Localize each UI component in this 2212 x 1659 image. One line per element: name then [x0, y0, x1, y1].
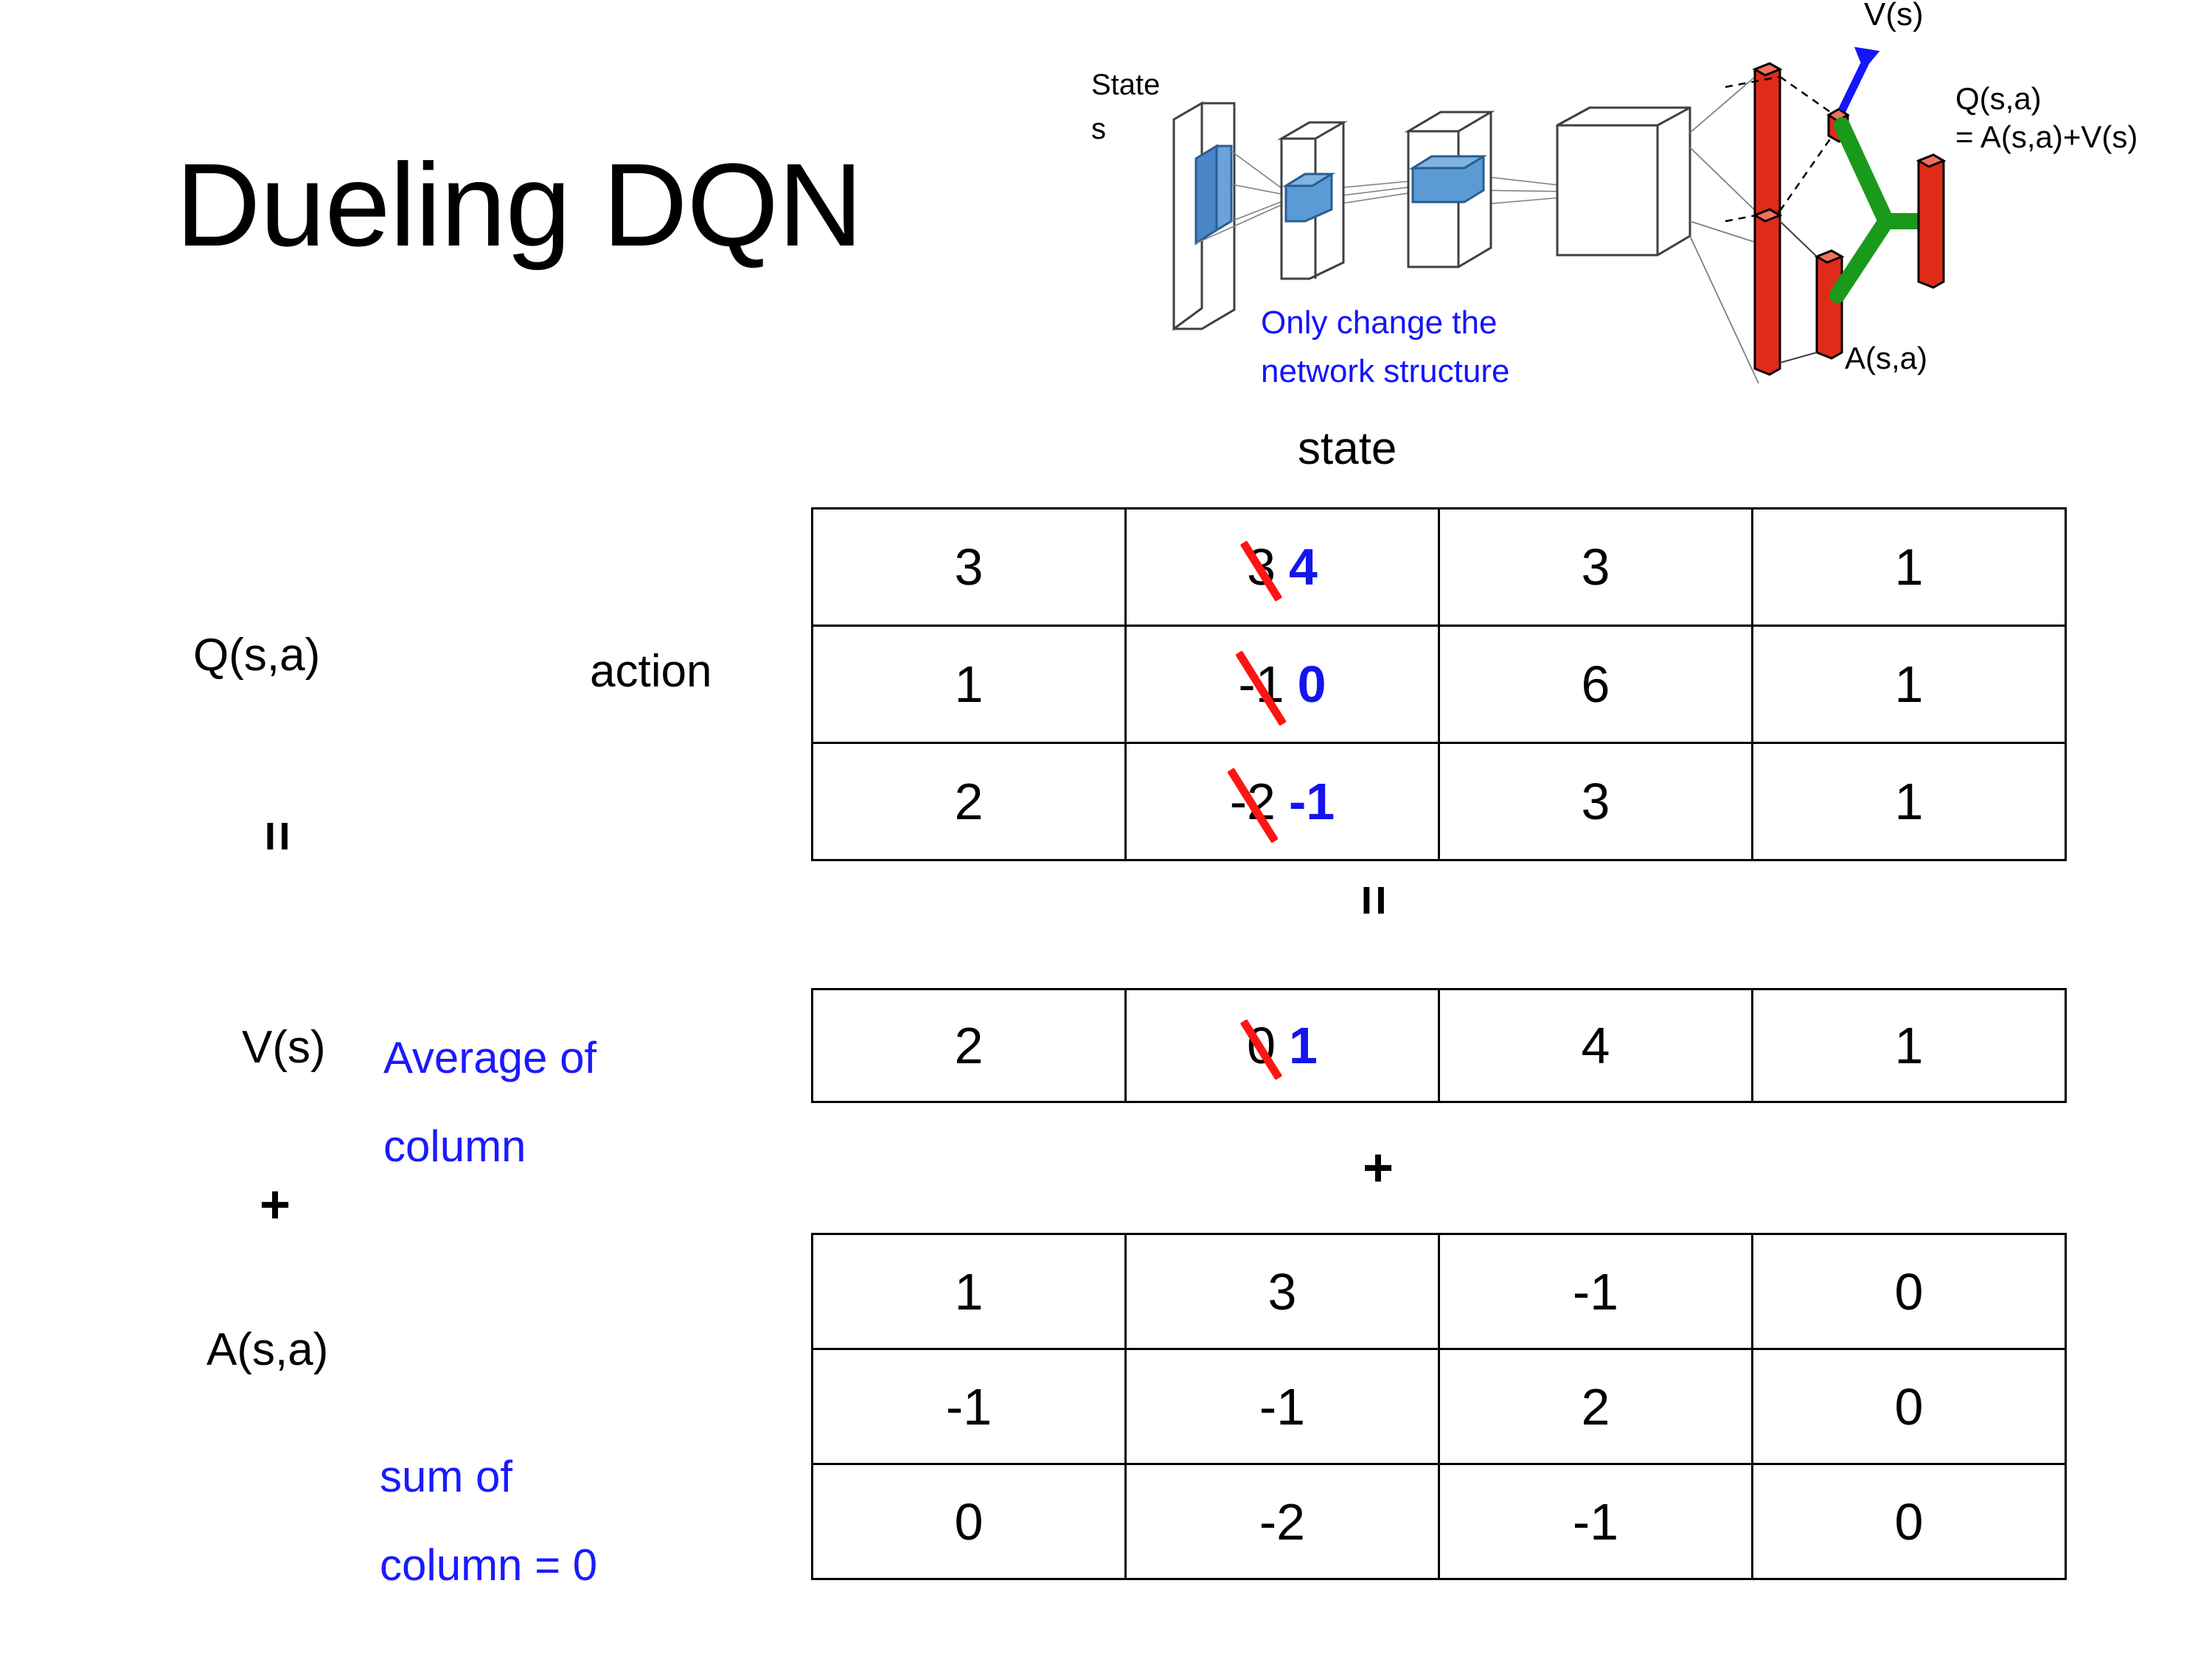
advantage-output-label: A(s,a) — [1845, 341, 1927, 375]
q-cell-r0c2: 3 — [1438, 507, 1753, 627]
a-cell-r1c1: -1 — [1124, 1348, 1440, 1465]
plus-sign-left: + — [260, 1175, 291, 1234]
a-cell-r2c1: -2 — [1124, 1463, 1440, 1580]
a-cell-r2c0: 0 — [811, 1463, 1127, 1580]
q-cell-r0c1-old: 3 — [1247, 538, 1276, 596]
q-cell-r2c2: 3 — [1438, 742, 1753, 861]
q-cell-r1c0: 1 — [811, 625, 1127, 744]
a-cell-r2c2: -1 — [1438, 1463, 1753, 1580]
page-title: Dueling DQN — [175, 139, 863, 271]
q-function-label: Q(s,a) — [193, 630, 321, 681]
state-input-label-line1: State — [1091, 69, 1160, 101]
a-cell-r0c3: 0 — [1751, 1233, 2067, 1350]
q-cell-r2c3: 1 — [1751, 742, 2067, 861]
table-row: 1 3 -1 0 — [811, 1233, 2067, 1350]
a-cell-r1c3: 0 — [1751, 1348, 2067, 1465]
a-cell-r0c0: 1 — [811, 1233, 1127, 1350]
q-cell-r0c1: 3 4 — [1124, 507, 1440, 627]
table-row: 2 -2 -1 3 1 — [811, 742, 2067, 861]
table-row: -1 -1 2 0 — [811, 1348, 2067, 1465]
action-axis-label: action — [590, 646, 712, 697]
table-row: 2 0 1 4 1 — [811, 988, 2067, 1103]
a-cell-r1c2: 2 — [1438, 1348, 1753, 1465]
q-cell-r2c0: 2 — [811, 742, 1127, 861]
a-note-line2: column = 0 — [380, 1540, 598, 1590]
state-axis-label: state — [1298, 423, 1397, 474]
equals-sign-middle: = — [1344, 884, 1404, 917]
a-function-label: A(s,a) — [206, 1324, 329, 1375]
a-value-table: 1 3 -1 0 -1 -1 2 0 0 -2 -1 0 — [811, 1233, 2067, 1580]
state-input-label-line2: s — [1091, 113, 1106, 145]
equals-sign-left: = — [248, 820, 307, 852]
a-cell-r0c1: 3 — [1124, 1233, 1440, 1350]
table-row: 1 -1 0 6 1 — [811, 625, 2067, 744]
plus-sign-middle: + — [1363, 1138, 1394, 1197]
q-cell-r0c1-new: 4 — [1289, 538, 1318, 596]
v-cell-r0c1-new: 1 — [1289, 1017, 1318, 1074]
a-cell-r2c3: 0 — [1751, 1463, 2067, 1580]
a-note-line1: sum of — [380, 1452, 513, 1501]
v-note-line2: column — [383, 1121, 526, 1171]
q-cell-r1c1-old: -1 — [1238, 655, 1284, 713]
q-cell-r2c1-new: -1 — [1289, 773, 1335, 830]
a-cell-r0c2: -1 — [1438, 1233, 1753, 1350]
a-cell-r1c0: -1 — [811, 1348, 1127, 1465]
q-output-label-line1: Q(s,a) — [1955, 81, 2042, 116]
table-row: 3 3 4 3 1 — [811, 507, 2067, 627]
diagram-note-line1: Only change the — [1261, 305, 1497, 341]
q-value-table: 3 3 4 3 1 1 -1 0 6 — [811, 507, 2067, 861]
q-output-label-line2: = A(s,a)+V(s) — [1955, 119, 2138, 154]
diagram-note-line2: network structure — [1261, 353, 1509, 389]
q-cell-r2c1: -2 -1 — [1124, 742, 1440, 861]
v-function-label: V(s) — [242, 1022, 326, 1073]
q-cell-r0c0: 3 — [811, 507, 1127, 627]
value-stream-label: V(s) — [1864, 0, 1924, 32]
q-cell-r2c1-old: -2 — [1229, 773, 1276, 830]
v-note-line1: Average of — [383, 1033, 597, 1082]
q-cell-r1c1: -1 0 — [1124, 625, 1440, 744]
q-cell-r1c1-new: 0 — [1297, 655, 1326, 713]
table-row: 0 -2 -1 0 — [811, 1463, 2067, 1580]
dueling-network-diagram: State s V(s) A A(s,a) Q(s,a) = A(s,a)+V(… — [1091, 0, 2212, 413]
q-cell-r1c3: 1 — [1751, 625, 2067, 744]
v-cell-r0c2: 4 — [1438, 988, 1753, 1103]
v-value-table: 2 0 1 4 1 — [811, 988, 2067, 1103]
v-cell-r0c0: 2 — [811, 988, 1127, 1103]
q-cell-r1c2: 6 — [1438, 625, 1753, 744]
q-cell-r0c3: 1 — [1751, 507, 2067, 627]
v-cell-r0c1: 0 1 — [1124, 988, 1440, 1103]
v-cell-r0c3: 1 — [1751, 988, 2067, 1103]
v-cell-r0c1-old: 0 — [1247, 1017, 1276, 1074]
